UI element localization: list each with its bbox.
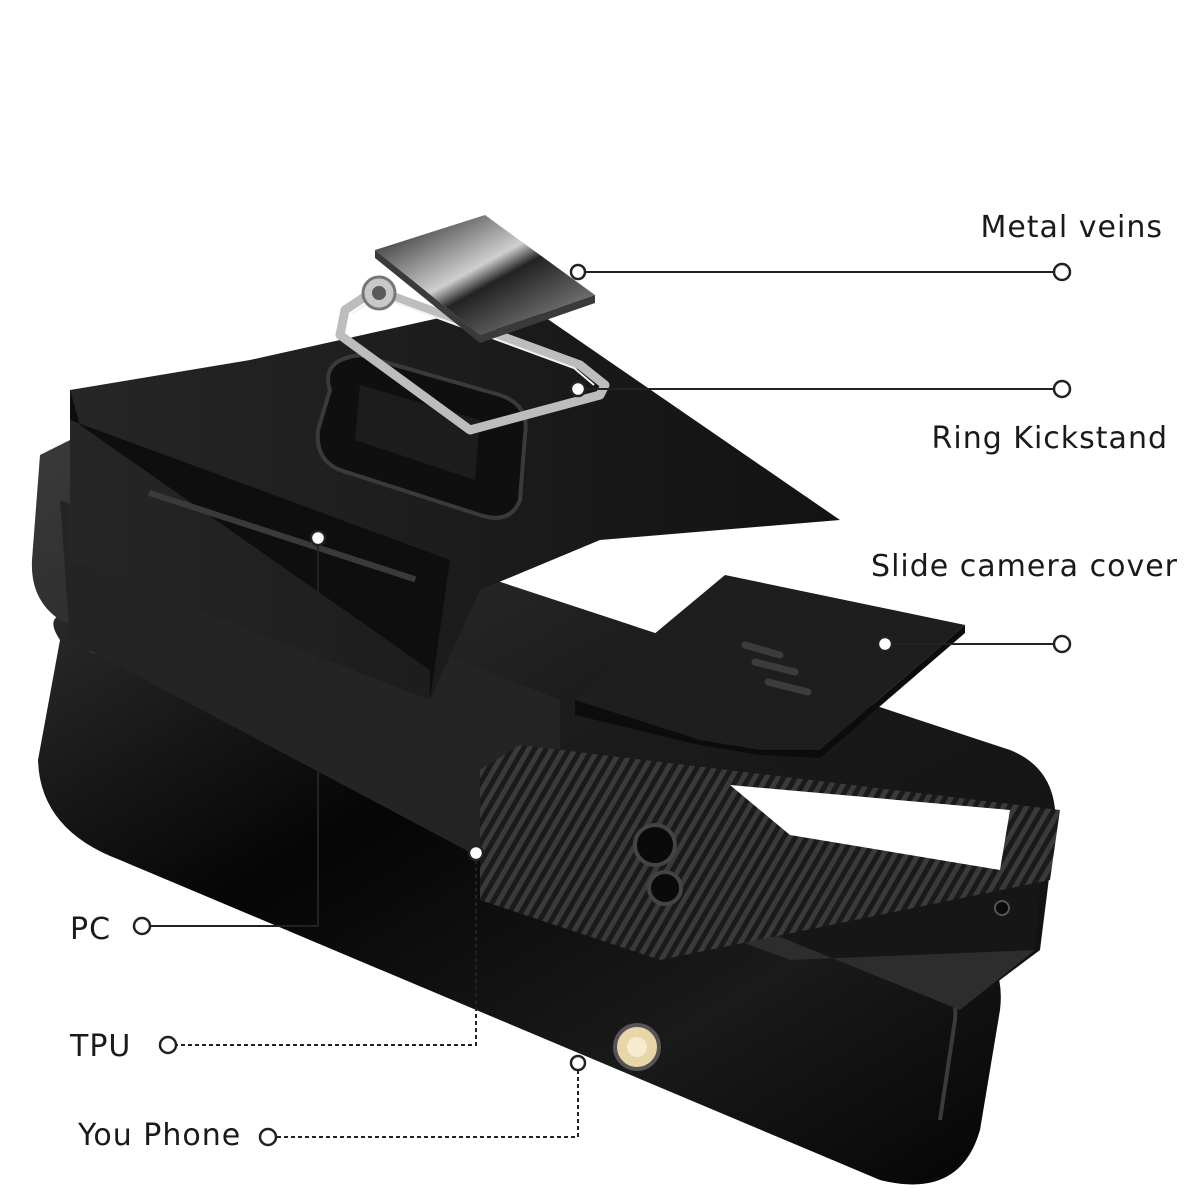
label-metal-veins: Metal veins xyxy=(980,210,1163,245)
callout-dots xyxy=(132,262,1072,1147)
metal-plate xyxy=(375,215,595,343)
leader-lines xyxy=(142,271,1060,1138)
label-you-phone: You Phone xyxy=(78,1118,242,1153)
label-tpu: TPU xyxy=(70,1029,132,1064)
slide-camera-cover xyxy=(575,575,965,758)
camera-window xyxy=(480,745,1060,960)
ring-kickstand-base xyxy=(315,352,528,520)
label-ring-kickstand: Ring Kickstand xyxy=(931,421,1168,456)
label-slide-camera-cover: Slide camera cover xyxy=(871,549,1178,584)
label-pc: PC xyxy=(70,912,112,947)
